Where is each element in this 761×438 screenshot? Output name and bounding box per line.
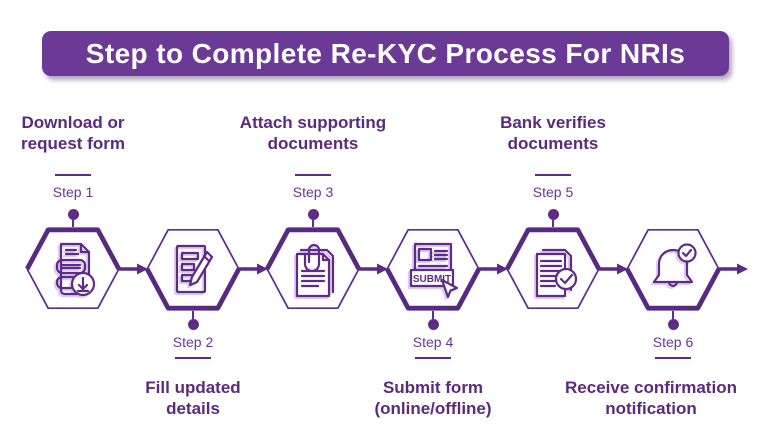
step-divider xyxy=(655,357,691,359)
attach-documents-icon xyxy=(295,243,335,298)
flow-arrow-3 xyxy=(359,263,388,275)
step-label: Step 2 xyxy=(172,334,214,350)
step-title: Receive confirmation notification xyxy=(565,378,737,418)
connector-line xyxy=(672,311,674,319)
step-4-labels: Step 4 Submit form (online/offline) xyxy=(318,311,548,419)
step-2-labels: Step 2 Fill updated details xyxy=(78,311,308,419)
download-form-icon xyxy=(55,242,96,297)
page-title: Step to Complete Re-KYC Process For NRIs xyxy=(85,37,686,69)
step-divider xyxy=(535,174,571,176)
step-divider xyxy=(55,174,91,176)
step-label: Step 6 xyxy=(652,334,694,350)
step-label: Step 3 xyxy=(292,184,334,200)
flow-arrow-2 xyxy=(239,263,268,275)
step-6-labels: Step 6 Receive confirmation notification xyxy=(558,311,761,419)
fill-details-icon xyxy=(175,244,214,294)
title-banner: Step to Complete Re-KYC Process For NRIs xyxy=(42,31,729,76)
step-title: Submit form (online/offline) xyxy=(374,378,492,418)
step-divider xyxy=(175,357,211,359)
connector-line xyxy=(552,220,554,227)
step-3-labels: Attach supporting documents Step 3 xyxy=(198,112,428,227)
flow-arrow-6 xyxy=(719,263,748,275)
submit-button-text: SUBMIT xyxy=(413,274,451,285)
step-title: Download or request form xyxy=(21,113,125,153)
step-label: Step 4 xyxy=(412,334,454,350)
step-divider xyxy=(295,174,331,176)
flow-arrow-5 xyxy=(599,263,628,275)
connector-line xyxy=(432,311,434,319)
confirmation-notification-icon xyxy=(652,243,697,288)
flow-arrow-1 xyxy=(119,263,148,275)
connector-dot xyxy=(67,209,79,220)
step-hexagon-4 xyxy=(385,228,481,311)
step-label: Step 5 xyxy=(532,184,574,200)
step-title: Attach supporting documents xyxy=(239,113,387,153)
connector-dot xyxy=(667,319,679,330)
step-divider xyxy=(415,357,451,359)
connector-dot xyxy=(547,209,559,220)
connector-dot xyxy=(307,209,319,220)
connector-line xyxy=(72,220,74,227)
step-1-labels: Download or request form Step 1 xyxy=(0,112,188,227)
step-hexagon-1 xyxy=(25,227,121,310)
step-hexagon-2 xyxy=(145,228,241,311)
connector-line xyxy=(312,220,314,227)
step-title: Bank verifies documents xyxy=(500,113,606,153)
step-5-labels: Bank verifies documents Step 5 xyxy=(438,112,668,227)
connector-line xyxy=(192,311,194,319)
step-label: Step 1 xyxy=(52,184,94,200)
step-hexagon-5 xyxy=(505,227,601,310)
step-hexagon-3 xyxy=(265,227,361,310)
step-title: Fill updated details xyxy=(145,378,241,418)
connector-dot xyxy=(427,319,439,330)
connector-dot xyxy=(187,319,199,330)
verify-documents-icon xyxy=(535,248,578,298)
flow-arrow-4 xyxy=(479,263,508,275)
step-hexagon-6 xyxy=(625,228,721,311)
submit-form-icon: SUBMIT xyxy=(409,242,459,299)
